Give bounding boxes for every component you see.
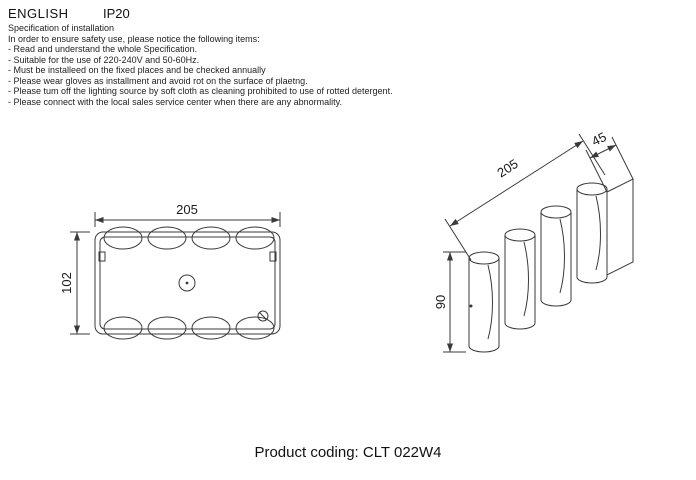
mounting-plate-inner-outline [99,236,276,330]
spec-intro: In order to ensure safety use, please no… [8,33,260,44]
side-length-dimension: 205 [494,156,520,180]
lamp-head-circle [147,226,187,250]
side-clip [269,251,277,262]
cable-hole [178,274,196,292]
lamp-head-circle [103,226,143,250]
spec-item: - Please wear gloves as installment and … [8,75,308,86]
screw-dot [469,304,473,308]
spec-item: - Suitable for the use of 220-240V and 5… [8,54,200,65]
cylinder-top [540,205,572,219]
front-width-dimension: 205 [176,202,198,217]
cable-hole-center [185,281,189,285]
lamp-head-circle [103,316,143,340]
side-height-dimension: 90 [433,295,448,309]
product-coding: Product coding: CLT 022W4 [254,444,442,461]
spec-title: Specification of installation [8,23,115,33]
cylinder-top [504,228,536,242]
spec-item: - Read and understand the whole Specific… [8,44,198,54]
lamp-head-circle [235,226,275,250]
lamp-head-circle [147,316,187,340]
front-view-dimensions: 205 102 [59,202,281,335]
lamp-head-circle [191,226,231,250]
back-plate-end [606,178,634,276]
spec-item: - Please tum off the lighting source by … [8,86,393,96]
specification-text: Specification of installation In order t… [8,23,393,107]
cylinder-top [576,182,608,196]
cylinder-top [468,251,500,265]
side-depth-dimension: 45 [589,129,609,149]
lamp-head-circle [191,316,231,340]
screw-slot [259,312,267,320]
mounting-plate-outline [94,231,281,335]
front-height-dimension: 102 [59,272,74,294]
lamp-head-circle [235,316,275,340]
front-view-drawing [94,226,281,340]
perspective-view-drawing [468,178,634,353]
ip-rating-label: IP20 [103,6,130,21]
spec-item: - Must be installeed on the fixed places… [8,65,266,75]
spec-item: - Please connect with the local sales se… [8,96,343,107]
screw-hole [257,310,269,322]
language-label: ENGLISH [8,6,69,21]
side-clip [98,251,106,262]
